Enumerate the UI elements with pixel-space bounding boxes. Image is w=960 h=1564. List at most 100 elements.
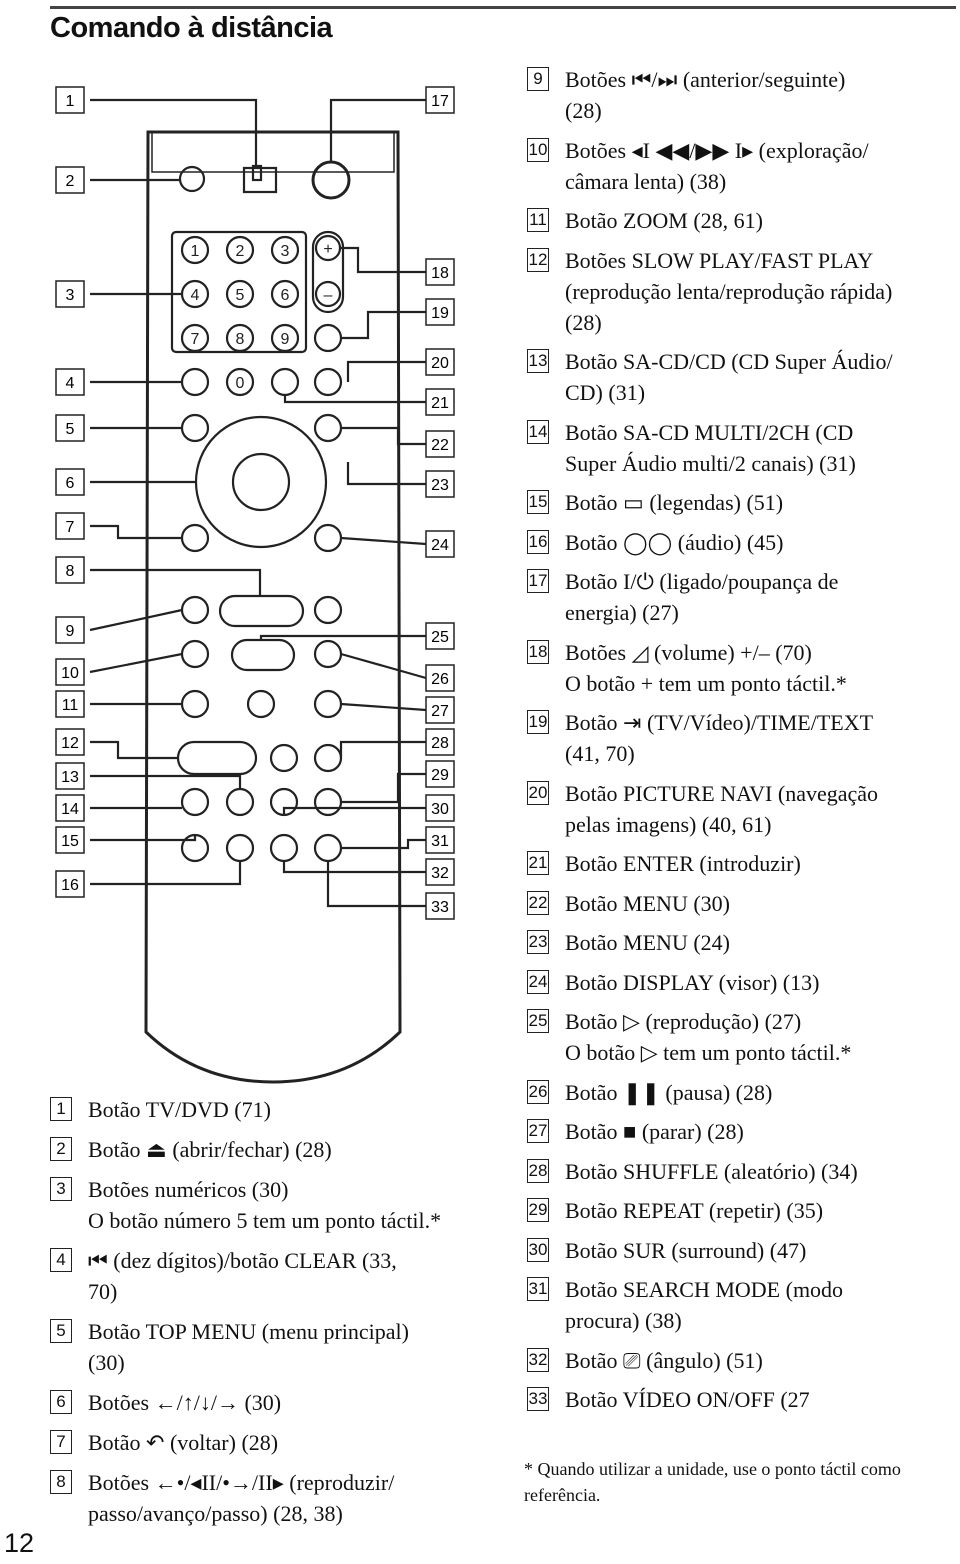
callout-number: 13 bbox=[61, 769, 79, 786]
callout-box bbox=[55, 870, 85, 898]
svg-text:+: + bbox=[323, 241, 332, 258]
legend-text: Botão REPEAT (repetir) (35) bbox=[565, 1195, 823, 1226]
legend-line: pelas imagens) (40, 61) bbox=[565, 811, 772, 837]
callout-box bbox=[425, 696, 455, 724]
legend-number: 8 bbox=[50, 1470, 72, 1494]
legend-line: Botão SA-CD MULTI/2CH (CD bbox=[565, 419, 854, 445]
callout-box bbox=[425, 826, 455, 854]
svg-text:5: 5 bbox=[236, 287, 245, 304]
callout-box bbox=[55, 512, 85, 540]
legend-line: Botão ■ (parar) (28) bbox=[565, 1119, 744, 1144]
callout-number: 17 bbox=[431, 93, 449, 110]
legend-text: Botão ⏏ (abrir/fechar) (28) bbox=[88, 1134, 332, 1165]
legend-text: Botão ⎚ (ângulo) (51) bbox=[565, 1345, 763, 1376]
legend-line: O botão ▷ tem um ponto táctil.* bbox=[565, 1040, 852, 1065]
legend-number: 1 bbox=[50, 1097, 72, 1121]
legend-text: Botões ◿ (volume) +/– (70)O botão + tem … bbox=[565, 637, 847, 699]
callout-box bbox=[425, 760, 455, 788]
legend-text: Botões ◂I ◀◀/▶▶ I▸ (exploração/câmara le… bbox=[565, 135, 869, 197]
callout-number: 8 bbox=[66, 563, 75, 580]
legend-line: (reprodução lenta/reprodução rápida) bbox=[565, 278, 893, 304]
callout-box bbox=[55, 794, 85, 822]
footnote: * Quando utilizar a unidade, use o ponto… bbox=[524, 1459, 901, 1505]
legend-number: 11 bbox=[527, 208, 549, 232]
legend-text: Botão SHUFFLE (aleatório) (34) bbox=[565, 1156, 858, 1187]
legend-line: Botão ◯◯ (áudio) (45) bbox=[565, 529, 784, 555]
callout-box bbox=[425, 622, 455, 650]
callout-number: 11 bbox=[62, 697, 79, 714]
legend-number: 3 bbox=[50, 1177, 72, 1201]
legend-line: Botões ←•/◂II/•→/II▸ (reproduzir/ bbox=[88, 1470, 395, 1495]
legend-line: Botões numéricos (30) bbox=[88, 1177, 289, 1202]
legend-number: 16 bbox=[527, 529, 549, 554]
callout-box bbox=[55, 616, 85, 644]
legend-text: Botão TV/DVD (71) bbox=[88, 1094, 271, 1125]
legend-line: Botão VÍDEO ON/OFF (27 bbox=[565, 1387, 810, 1412]
legend-line: CD) (31) bbox=[565, 380, 646, 405]
svg-text:7: 7 bbox=[191, 331, 200, 348]
legend-line: Botão ⏏ (abrir/fechar) (28) bbox=[88, 1137, 332, 1162]
legend-text: Botões numéricos (30) O botão número 5 te… bbox=[88, 1174, 441, 1236]
callout-number: 30 bbox=[431, 801, 449, 818]
legend-text: Botão SEARCH MODE (modo procura) (38) bbox=[565, 1274, 843, 1336]
page-title: Comando à distância bbox=[50, 12, 333, 44]
legend-line: 70) bbox=[88, 1279, 118, 1304]
legend-text: Botão TOP MENU (menu principal)(30) bbox=[88, 1316, 409, 1378]
legend-line: Botões SLOW PLAY/FAST PLAY bbox=[565, 247, 874, 273]
legend-line: O botão número 5 tem um ponto táctil.* bbox=[88, 1208, 442, 1233]
callout-box bbox=[425, 388, 455, 416]
callout-number: 5 bbox=[66, 421, 75, 438]
callout-number: 15 bbox=[61, 833, 79, 850]
callout-box bbox=[55, 414, 85, 442]
legend-line: Botão MENU (30) bbox=[565, 890, 730, 916]
legend-line: Botão SHUFFLE (aleatório) (34) bbox=[565, 1158, 858, 1184]
legend-line: Botão PICTURE NAVI (navegação bbox=[565, 780, 879, 806]
legend-number: 30 bbox=[527, 1237, 549, 1262]
svg-text:0: 0 bbox=[236, 375, 245, 392]
legend-number: 22 bbox=[527, 890, 549, 915]
legend-line: Botão I/⏻ (ligado/poupança de bbox=[565, 569, 839, 594]
callout-number: 10 bbox=[61, 665, 79, 682]
legend-line: Botão ⎚ (ângulo) (51) bbox=[565, 1347, 763, 1373]
legend-line: Botão TOP MENU (menu principal) bbox=[88, 1319, 409, 1344]
callout-box bbox=[55, 690, 85, 718]
svg-text:9: 9 bbox=[281, 331, 290, 348]
legend-number: 19 bbox=[527, 710, 549, 734]
legend-number: 20 bbox=[527, 780, 549, 805]
legend-text: Botão ❚❚ (pausa) (28) bbox=[565, 1077, 772, 1108]
callout-number: 1 bbox=[66, 93, 75, 110]
legend-text: Botão MENU (30) bbox=[565, 888, 730, 919]
legend-number: 6 bbox=[50, 1390, 72, 1414]
legend-line: Botão SEARCH MODE (modo bbox=[565, 1277, 844, 1302]
legend-text: Botão SUR (surround) (47) bbox=[565, 1235, 806, 1266]
legend-line: passo/avanço/passo) (28, 38) bbox=[88, 1501, 343, 1526]
legend-line: Botão ▷ (reprodução) (27) bbox=[565, 1009, 802, 1034]
svg-text:1: 1 bbox=[191, 243, 200, 260]
callout-box bbox=[55, 468, 85, 496]
legend-number: 14 bbox=[527, 419, 549, 444]
legend-number: 26 bbox=[527, 1079, 549, 1104]
legend-line: Botão ↶ (voltar) (28) bbox=[88, 1430, 279, 1455]
legend-line: Super Áudio multi/2 canais) (31) bbox=[565, 450, 856, 476]
legend-line: procura) (38) bbox=[565, 1308, 682, 1333]
callout-number: 2 bbox=[66, 173, 75, 190]
legend-line: Botão ⇥ (TV/Vídeo)/TIME/TEXT bbox=[565, 710, 874, 735]
legend-number: 4 bbox=[50, 1248, 72, 1272]
legend-text: Botão ■ (parar) (28) bbox=[565, 1116, 744, 1147]
callout-number: 14 bbox=[61, 801, 79, 818]
callout-number: 24 bbox=[431, 537, 449, 554]
legend-line: Botão REPEAT (repetir) (35) bbox=[565, 1198, 824, 1223]
callout-number: 31 bbox=[431, 833, 449, 850]
callout-box bbox=[55, 826, 85, 854]
callout-box bbox=[55, 762, 85, 790]
legend-text: Botão PICTURE NAVI (navegação pelas image… bbox=[565, 778, 878, 840]
header-rule bbox=[50, 6, 956, 9]
callout-box bbox=[55, 556, 85, 584]
callout-box bbox=[425, 430, 455, 458]
callout-number: 23 bbox=[431, 477, 449, 494]
callout-box bbox=[55, 368, 85, 396]
callout-number: 26 bbox=[431, 671, 449, 688]
legend-text: Botão MENU (24) bbox=[565, 927, 730, 958]
